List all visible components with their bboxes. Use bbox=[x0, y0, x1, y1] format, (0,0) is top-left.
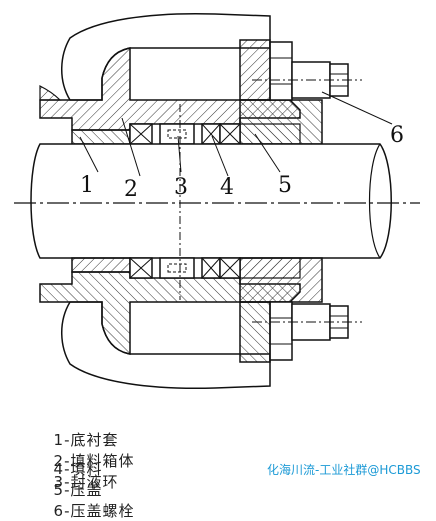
leader-6 bbox=[321, 91, 393, 125]
watermark: 化海川流-工业社群@HCBBS bbox=[267, 463, 421, 477]
upper-base-bushing bbox=[71, 129, 131, 145]
legend-item-stuffing-box: 2-填料箱体 bbox=[53, 452, 135, 470]
legend-item-gland: 5-压盖 bbox=[53, 481, 103, 499]
lower-assembly bbox=[39, 257, 362, 390]
leader-5 bbox=[254, 133, 281, 173]
leader-1 bbox=[79, 136, 99, 173]
leader-2 bbox=[121, 117, 141, 177]
upper-casing-left-wall bbox=[39, 85, 62, 101]
leader-3 bbox=[177, 135, 182, 173]
legend-item-base-bushing: 1-底衬套 bbox=[53, 431, 119, 449]
leader-4 bbox=[211, 135, 229, 177]
callout-3: 3 bbox=[174, 175, 188, 200]
callout-1: 1 bbox=[80, 173, 94, 198]
upper-housing bbox=[61, 12, 271, 101]
legend-item-gland-bolt: 6-压盖螺栓 bbox=[53, 502, 135, 520]
shaft bbox=[30, 143, 392, 259]
legend-row-2: 4-填料 5-压盖 6-压盖螺栓 bbox=[42, 440, 165, 521]
upper-bolt-nut bbox=[269, 41, 293, 101]
shaft-break-right bbox=[368, 143, 381, 259]
upper-flange-plate bbox=[239, 39, 271, 101]
upper-gland-inner bbox=[239, 123, 301, 145]
packing-seal-diagram: 1 2 3 4 5 6 bbox=[14, 12, 420, 390]
callout-6: 6 bbox=[390, 123, 404, 148]
callout-5: 5 bbox=[278, 173, 292, 198]
callout-4: 4 bbox=[220, 175, 234, 200]
legend-item-packing: 4-填料 bbox=[53, 460, 103, 478]
callout-2: 2 bbox=[124, 177, 138, 202]
